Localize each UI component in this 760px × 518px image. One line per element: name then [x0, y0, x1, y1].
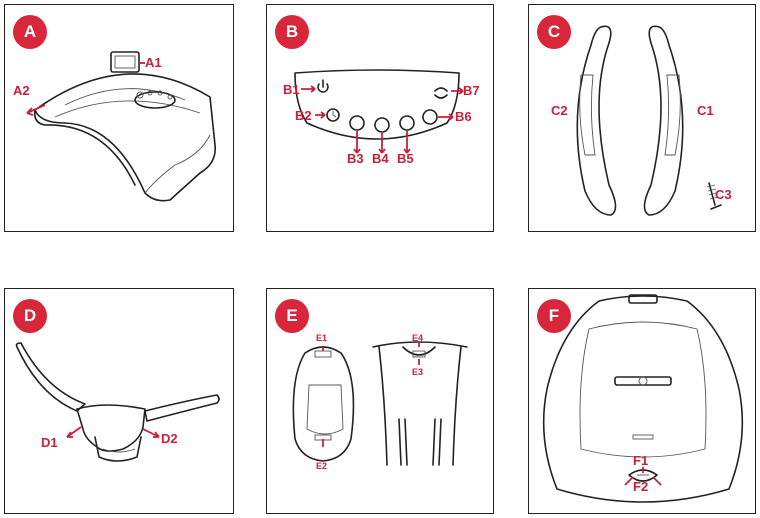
label-f2: F2 — [633, 479, 649, 494]
mounting-illustration — [292, 341, 468, 466]
temperature-icon — [399, 115, 415, 131]
speed-icon — [374, 117, 390, 133]
percent-icon — [349, 115, 365, 131]
base-assembly-illustration — [15, 342, 220, 462]
control-panel-illustration — [294, 69, 464, 154]
panel-f-badge: F — [537, 299, 571, 333]
oscillation-icon — [434, 87, 448, 99]
label-e3: E3 — [412, 367, 424, 377]
label-a2: A2 — [13, 83, 30, 98]
label-e1: E1 — [316, 333, 328, 343]
label-a1: A1 — [145, 55, 162, 70]
feet-illustration — [576, 25, 722, 216]
label-e4: E4 — [412, 333, 424, 343]
panel-a: A A1 A2 — [4, 4, 234, 232]
fan-icon — [422, 109, 438, 125]
panel-b-badge: B — [275, 15, 309, 49]
panel-d-badge: D — [13, 299, 47, 333]
panel-c-badge: C — [537, 15, 571, 49]
label-b1: B1 — [283, 82, 300, 97]
label-c2: C2 — [551, 103, 568, 118]
heater-stand-illustration — [26, 51, 217, 202]
label-b7: B7 — [463, 83, 480, 98]
power-icon — [317, 79, 329, 93]
label-b6: B6 — [455, 109, 472, 124]
panel-a-badge: A — [13, 15, 47, 49]
label-b2: B2 — [295, 108, 312, 123]
screw-icon — [706, 182, 722, 210]
label-b4: B4 — [372, 151, 389, 166]
label-d1: D1 — [41, 435, 58, 450]
label-c3: C3 — [715, 187, 732, 202]
underside-illustration — [542, 294, 744, 503]
panel-f: F F1 F2 — [528, 288, 756, 514]
label-f1: F1 — [633, 453, 649, 468]
label-d2: D2 — [161, 431, 178, 446]
panel-c: C C1 C2 C3 — [528, 4, 756, 232]
label-b5: B5 — [397, 151, 414, 166]
label-e2: E2 — [316, 461, 328, 471]
panel-b: B B1 B2 B3 B4 B5 B6 B7 — [266, 4, 494, 232]
timer-icon — [326, 108, 340, 122]
panel-e: E E1 E2 E3 E4 — [266, 288, 494, 514]
panel-d: D D1 D2 — [4, 288, 234, 514]
label-c1: C1 — [697, 103, 714, 118]
label-b3: B3 — [347, 151, 364, 166]
panel-e-badge: E — [275, 299, 309, 333]
